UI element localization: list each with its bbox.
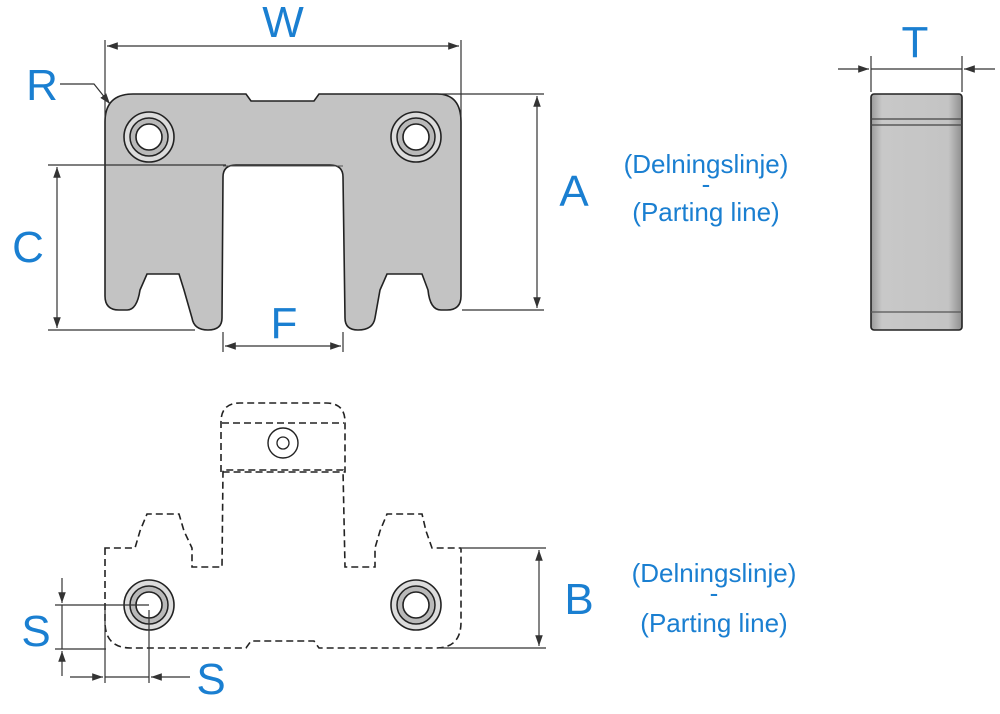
- label-a: A: [559, 167, 589, 216]
- label-s-horizontal: S: [196, 655, 225, 704]
- lock-block-outline: [220, 402, 346, 473]
- dimension-b: [440, 547, 546, 649]
- note-a-line1: (Delningslinje): [624, 149, 789, 179]
- label-w: W: [262, 0, 304, 47]
- note-b-dash: -: [710, 578, 719, 608]
- label-s-vertical: S: [21, 607, 50, 656]
- bottom-bolt-right: [390, 579, 442, 631]
- bolt-hole-right: [390, 111, 442, 163]
- top-view-outline: [104, 469, 462, 649]
- dimension-w: [104, 40, 462, 118]
- label-c: C: [12, 223, 44, 272]
- dimension-s-horizontal: [70, 610, 190, 683]
- dimension-t: [838, 56, 995, 92]
- label-f: F: [271, 299, 298, 348]
- radius-leader: [60, 83, 111, 105]
- label-r: R: [26, 61, 58, 110]
- note-b-line2: (Parting line): [640, 608, 787, 638]
- labels: W R C F T A B S S (Delningslinje) - (Par…: [12, 0, 928, 704]
- dimension-f: [222, 332, 344, 352]
- screw-hole: [267, 427, 299, 459]
- side-plate: [870, 93, 963, 331]
- label-t: T: [902, 18, 929, 67]
- note-a-line2: (Parting line): [632, 197, 779, 227]
- dimension-c: [48, 164, 226, 331]
- front-view: [48, 40, 544, 352]
- bolt-hole-left: [123, 111, 175, 163]
- label-b: B: [564, 575, 593, 624]
- dimension-a: [440, 93, 544, 311]
- top-view: [55, 402, 546, 683]
- side-view: [838, 56, 995, 331]
- note-b-line1: (Delningslinje): [632, 558, 797, 588]
- dimension-s-vertical: [55, 578, 149, 676]
- note-a-dash: -: [702, 169, 711, 199]
